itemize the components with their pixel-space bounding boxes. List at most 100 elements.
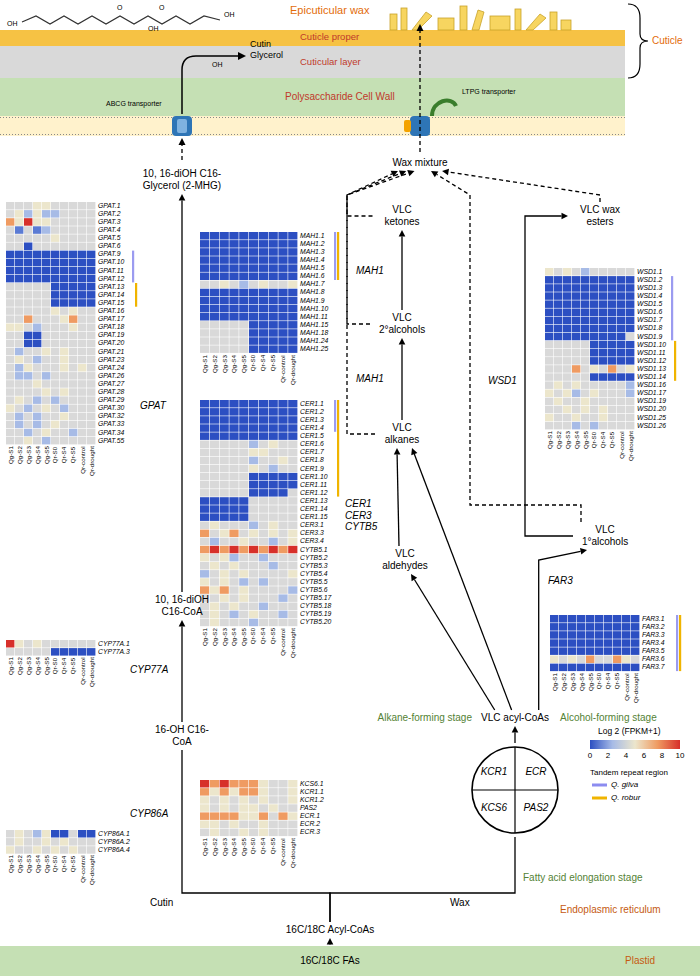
heatmap-cell — [249, 473, 258, 481]
heatmap-cell — [249, 337, 258, 345]
heatmap-cell — [15, 380, 23, 388]
heatmap-cell — [545, 325, 553, 333]
heatmap-cell — [249, 441, 258, 449]
heatmap-cell — [563, 341, 571, 349]
tick-label: 8 — [660, 751, 664, 760]
heatmap-cell — [200, 240, 209, 248]
heatmap-cell — [554, 373, 562, 381]
heatmap-cell — [210, 240, 219, 248]
heatmap-cell — [6, 259, 14, 267]
heatmap-cell — [269, 441, 278, 449]
color-scale-bar — [590, 740, 680, 749]
heatmap-cell — [200, 465, 209, 473]
heatmap-cell — [42, 307, 50, 315]
heatmap-cell — [33, 846, 41, 854]
heatmap-cell — [210, 530, 219, 538]
heatmap-cell — [269, 273, 278, 281]
heatmap-cell — [626, 276, 634, 284]
heatmap-cell — [69, 218, 77, 226]
gene-label: CYTB5.6 — [300, 586, 328, 594]
heatmap-cell — [278, 489, 287, 497]
heatmap-cell — [220, 473, 229, 481]
heatmap-cell — [210, 321, 219, 329]
gene-label: CER1.1 — [300, 400, 324, 408]
heatmap-cell — [581, 333, 589, 341]
heatmap-cell — [568, 615, 576, 623]
heatmap-cell — [269, 240, 278, 248]
heatmap-cell — [259, 408, 268, 416]
heatmap-cell — [563, 300, 571, 308]
heatmap-cell — [210, 313, 219, 321]
sample-label: Qg-S2 — [16, 446, 22, 464]
heatmap-cell — [581, 276, 589, 284]
heatmap-cell — [200, 441, 209, 449]
heatmap-cell — [613, 656, 621, 664]
heatmap-cell — [590, 276, 598, 284]
heatmap-cell — [200, 489, 209, 497]
heatmap-cell — [51, 307, 59, 315]
heatmap-cell — [249, 465, 258, 473]
heatmap-cell — [229, 473, 238, 481]
heatmap-cell — [288, 321, 297, 329]
heatmap-cell — [626, 300, 634, 308]
heatmap-cell — [249, 408, 258, 416]
heatmap-cell — [229, 530, 238, 538]
heatmap-cell — [288, 489, 297, 497]
heatmap-cell — [259, 505, 268, 513]
heatmap-cell — [595, 647, 603, 655]
heatmap-cell — [200, 313, 209, 321]
heatmap-cell — [87, 243, 95, 251]
heatmap-cell — [78, 846, 86, 854]
heatmap-cell — [559, 623, 567, 631]
heatmap-cell — [210, 281, 219, 289]
heatmap-cell — [545, 341, 553, 349]
wax-crystal — [460, 6, 467, 30]
heatmap-cell — [15, 348, 23, 356]
gene-label: FAR3.3 — [642, 631, 665, 639]
heatmap-cell — [545, 268, 553, 276]
gene-label: GPAT.55 — [98, 437, 124, 445]
heatmap-cell — [69, 421, 77, 429]
heatmap-cell — [626, 341, 634, 349]
heatmap-cell — [24, 648, 32, 656]
heatmap-cell — [622, 631, 630, 639]
heatmap-cell — [200, 408, 209, 416]
heatmap-cell — [51, 429, 59, 437]
heatmap-cell — [554, 390, 562, 398]
heatmap-cell — [78, 315, 86, 323]
heatmap-cell — [572, 292, 580, 300]
heatmap-cell — [6, 421, 14, 429]
heatmap-cell — [51, 364, 59, 372]
heatmap-cell — [608, 309, 616, 317]
sample-label: Qr-control — [618, 431, 624, 459]
heatmap-cell — [60, 380, 68, 388]
heatmap-cell — [220, 821, 229, 829]
heatmap-cell — [608, 381, 616, 389]
sample-label: Qg-S3 — [221, 628, 227, 646]
enzyme-label: GPAT — [140, 400, 166, 412]
heatmap-cell — [33, 202, 41, 210]
heatmap-cell — [239, 513, 248, 521]
heatmap-cell — [51, 396, 59, 404]
heatmap-cell — [15, 356, 23, 364]
heatmap-cell — [249, 796, 258, 804]
heatmap-cell — [42, 830, 50, 838]
heatmap-cell — [229, 281, 238, 289]
stage-label: Alkane-forming stage — [378, 712, 473, 724]
heatmap-cell — [572, 300, 580, 308]
sample-label: Qr-drought — [632, 673, 638, 703]
heatmap-cell — [577, 639, 585, 647]
legend-text: Q. robur — [611, 793, 640, 802]
heatmap-cell — [6, 380, 14, 388]
heatmap-cell — [69, 372, 77, 380]
heatmap-cell — [608, 422, 616, 430]
heatmap-cell — [6, 251, 14, 259]
heatmap-cell — [590, 365, 598, 373]
heatmap-cell — [288, 780, 297, 788]
heatmap-cell — [259, 232, 268, 240]
heatmap-cell — [200, 578, 209, 586]
heatmap-cell — [259, 603, 268, 611]
heatmap-cell — [545, 422, 553, 430]
heatmap-cell — [229, 297, 238, 305]
